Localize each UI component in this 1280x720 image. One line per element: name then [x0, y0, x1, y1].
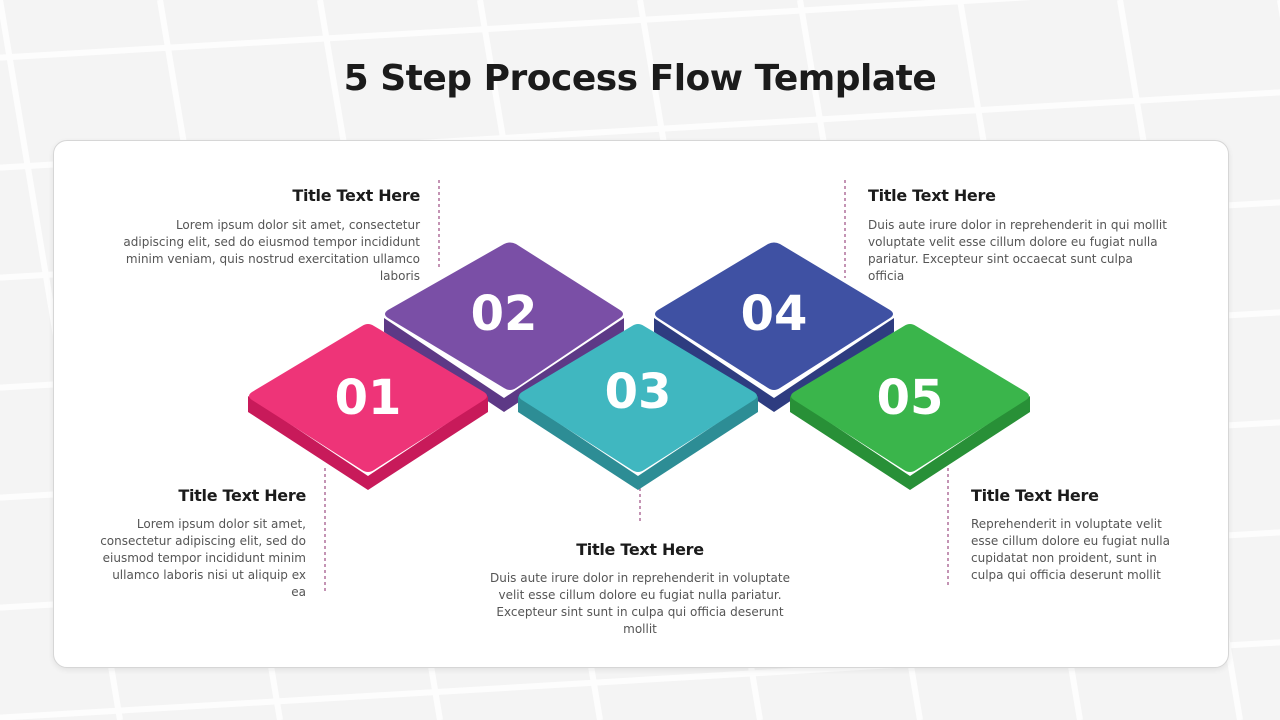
step-title-01: Title Text Here — [178, 486, 306, 505]
step-desc-05: Reprehenderit in voluptate velit esse ci… — [971, 517, 1170, 582]
step-desc-01: Lorem ipsum dolor sit amet, consectetur … — [100, 517, 306, 599]
step-desc-03: Duis aute irure dolor in reprehenderit i… — [490, 571, 790, 636]
step-title-05: Title Text Here — [971, 486, 1099, 505]
step-title-04: Title Text Here — [868, 186, 996, 205]
step-desc-02: Lorem ipsum dolor sit amet, consectetur … — [123, 218, 420, 283]
page-title: 5 Step Process Flow Template — [343, 58, 937, 99]
step-title-02: Title Text Here — [292, 186, 420, 205]
step-title-03: Title Text Here — [576, 540, 704, 559]
step-desc-04: Duis aute irure dolor in reprehenderit i… — [868, 218, 1167, 283]
